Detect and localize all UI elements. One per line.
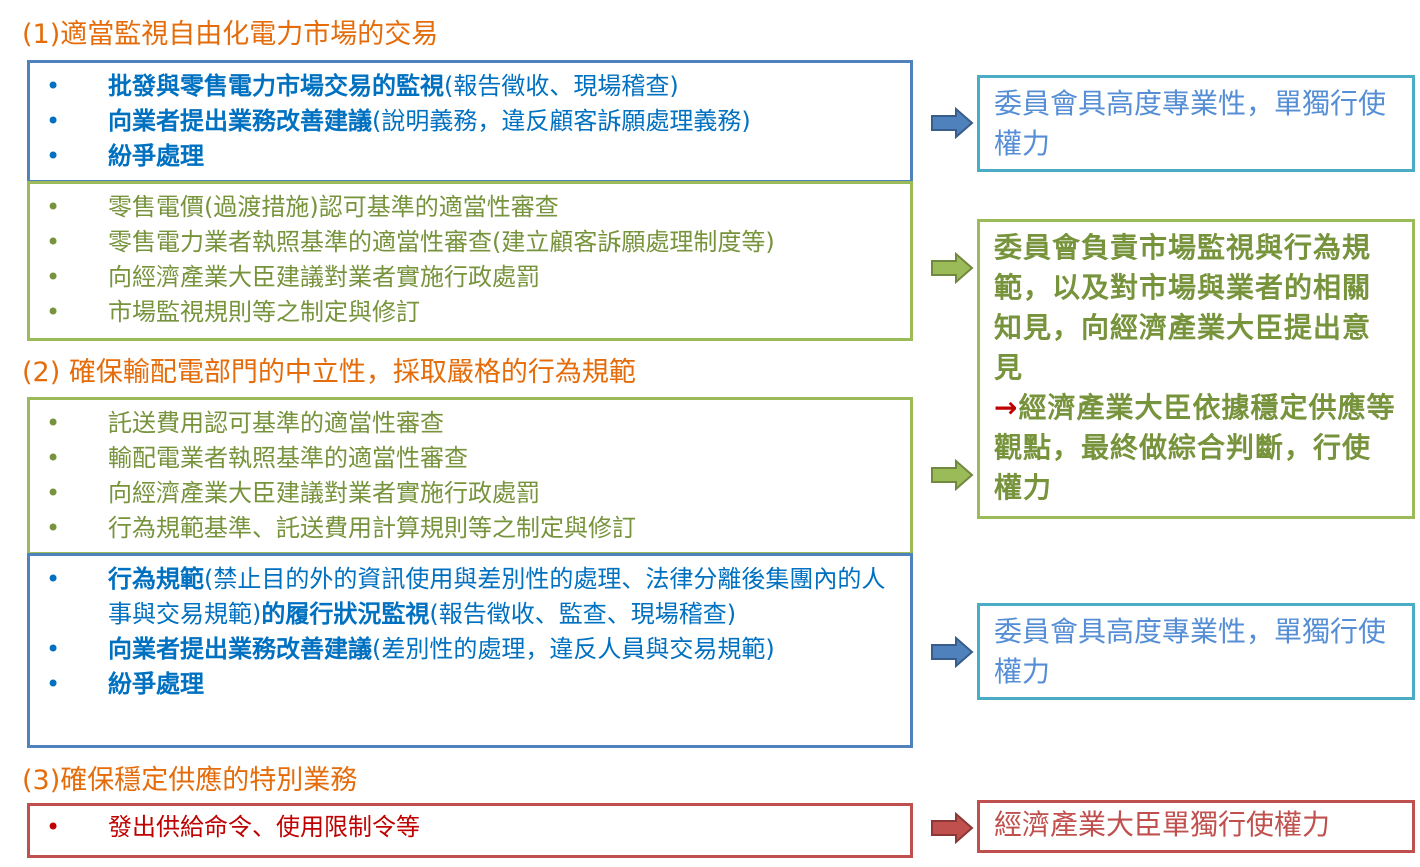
bullet: • [46,228,61,256]
bullet: • [46,263,61,291]
arrow-right-icon [931,459,974,491]
bullet: • [46,444,61,472]
list-item: • 紛爭處理 [42,139,900,174]
item-rest: (說明義務，違反顧客訴願處理義務) [372,107,751,135]
item-text: 輸配電業者執照基準的適當性審查 [108,444,468,472]
item-rest: (差別性的處理，違反人員與交易規範) [372,635,775,663]
box-conduct-monitoring: • 行為規範(禁止目的外的資訊使用與差別性的處理、法律分離後集團內的人事與交易規範… [27,553,913,748]
advisory-text: 委員會負責市場監視與行為規範，以及對市場與業者的相關知見，向經濟產業大臣提出意見 [994,231,1372,384]
list-item: • 向業者提出業務改善建議(差別性的處理，違反人員與交易規範) [42,632,900,667]
arrow-right-icon [931,636,974,668]
bullet: • [46,72,61,100]
list-item: • 零售電價(過渡措施)認可基準的適當性審查 [42,190,900,225]
bullet: • [46,298,61,326]
bullet: • [46,813,61,841]
item-bold: 向業者提出業務改善建議 [108,635,372,663]
bullet: • [46,670,61,698]
bullet: • [46,514,61,542]
item-rest: (禁止目的外的資訊使用與差別性的處理、法律分離後集團內的人事與交易規範) [108,565,886,628]
list-item: • 行為規範(禁止目的外的資訊使用與差別性的處理、法律分離後集團內的人事與交易規範… [42,562,900,632]
item-text: 市場監視規則等之制定與修訂 [108,298,420,326]
item-text: 託送費用認可基準的適當性審查 [108,409,444,437]
item-rest: (報告徵收、現場稽查) [444,72,679,100]
item-bold: 向業者提出業務改善建議 [108,107,372,135]
bullet: • [46,409,61,437]
item-rest: (報告徵收、監查、現場稽查) [429,600,737,628]
bullet: • [46,635,61,663]
bullet: • [46,479,61,507]
list-item: • 批發與零售電力市場交易的監視(報告徵收、現場稽查) [42,69,900,104]
box-market-monitoring: • 批發與零售電力市場交易的監視(報告徵收、現場稽查) • 向業者提出業務改善建議(… [27,60,913,183]
result-box-independent-1: 委員會具高度專業性，單獨行使權力 [977,75,1415,172]
list-item: • 向業者提出業務改善建議(說明義務，違反顧客訴願處理義務) [42,104,900,139]
list-item: • 行為規範基準、託送費用計算規則等之制定與修訂 [42,511,900,546]
result-box-minister: 經濟產業大臣單獨行使權力 [977,800,1415,853]
arrow-right-icon [931,107,974,139]
item-text: 零售電價(過渡措施)認可基準的適當性審查 [108,193,559,221]
bullet: • [46,107,61,135]
bullet: • [46,193,61,221]
arrow-right-icon [931,252,974,284]
minister-decision-text: 經濟產業大臣依據穩定供應等觀點，最終做綜合判斷，行使權力 [994,391,1396,504]
bullet: • [46,565,61,593]
item-text: 零售電力業者執照基準的適當性審查(建立顧客訴願處理制度等) [108,228,775,256]
result-box-independent-2: 委員會具高度專業性，單獨行使權力 [977,603,1415,700]
section-3-title: (3)確保穩定供應的特別業務 [22,765,358,796]
list-item: • 輸配電業者執照基準的適當性審查 [42,441,900,476]
list-item: • 託送費用認可基準的適當性審查 [42,406,900,441]
list-item: • 零售電力業者執照基準的適當性審查(建立顧客訴願處理制度等) [42,225,900,260]
item-text: 向經濟產業大臣建議對業者實施行政處罰 [108,479,540,507]
box-retail-review: • 零售電價(過渡措施)認可基準的適當性審查 • 零售電力業者執照基準的適當性審查(… [27,181,913,341]
box-transmission-review: • 託送費用認可基準的適當性審查 • 輸配電業者執照基準的適當性審查 • 向經濟產業大… [27,397,913,555]
item-bold: 紛爭處理 [108,142,204,170]
item-bold: 的履行狀況監視 [261,600,430,628]
list-item: • 市場監視規則等之制定與修訂 [42,295,900,330]
item-bold: 批發與零售電力市場交易的監視 [108,72,444,100]
arrow-right-icon [931,812,974,844]
list-item: • 向經濟產業大臣建議對業者實施行政處罰 [42,260,900,295]
result-box-advisory: 委員會負責市場監視與行為規範，以及對市場與業者的相關知見，向經濟產業大臣提出意見… [977,219,1415,519]
red-arrow-icon: → [994,391,1019,424]
section-1-title: (1)適當監視自由化電力市場的交易 [22,19,439,50]
item-bold: 行為規範 [108,565,204,593]
item-text: 發出供給命令、使用限制令等 [108,813,420,841]
item-bold: 紛爭處理 [108,670,204,698]
list-item: • 紛爭處理 [42,667,900,702]
box-supply-orders: • 發出供給命令、使用限制令等 [27,803,913,858]
item-text: 向經濟產業大臣建議對業者實施行政處罰 [108,263,540,291]
section-2-title: (2) 確保輸配電部門的中立性，採取嚴格的行為規範 [22,357,636,388]
item-text: 行為規範基準、託送費用計算規則等之制定與修訂 [108,514,636,542]
list-item: • 發出供給命令、使用限制令等 [42,810,900,845]
list-item: • 向經濟產業大臣建議對業者實施行政處罰 [42,476,900,511]
bullet: • [46,142,61,170]
